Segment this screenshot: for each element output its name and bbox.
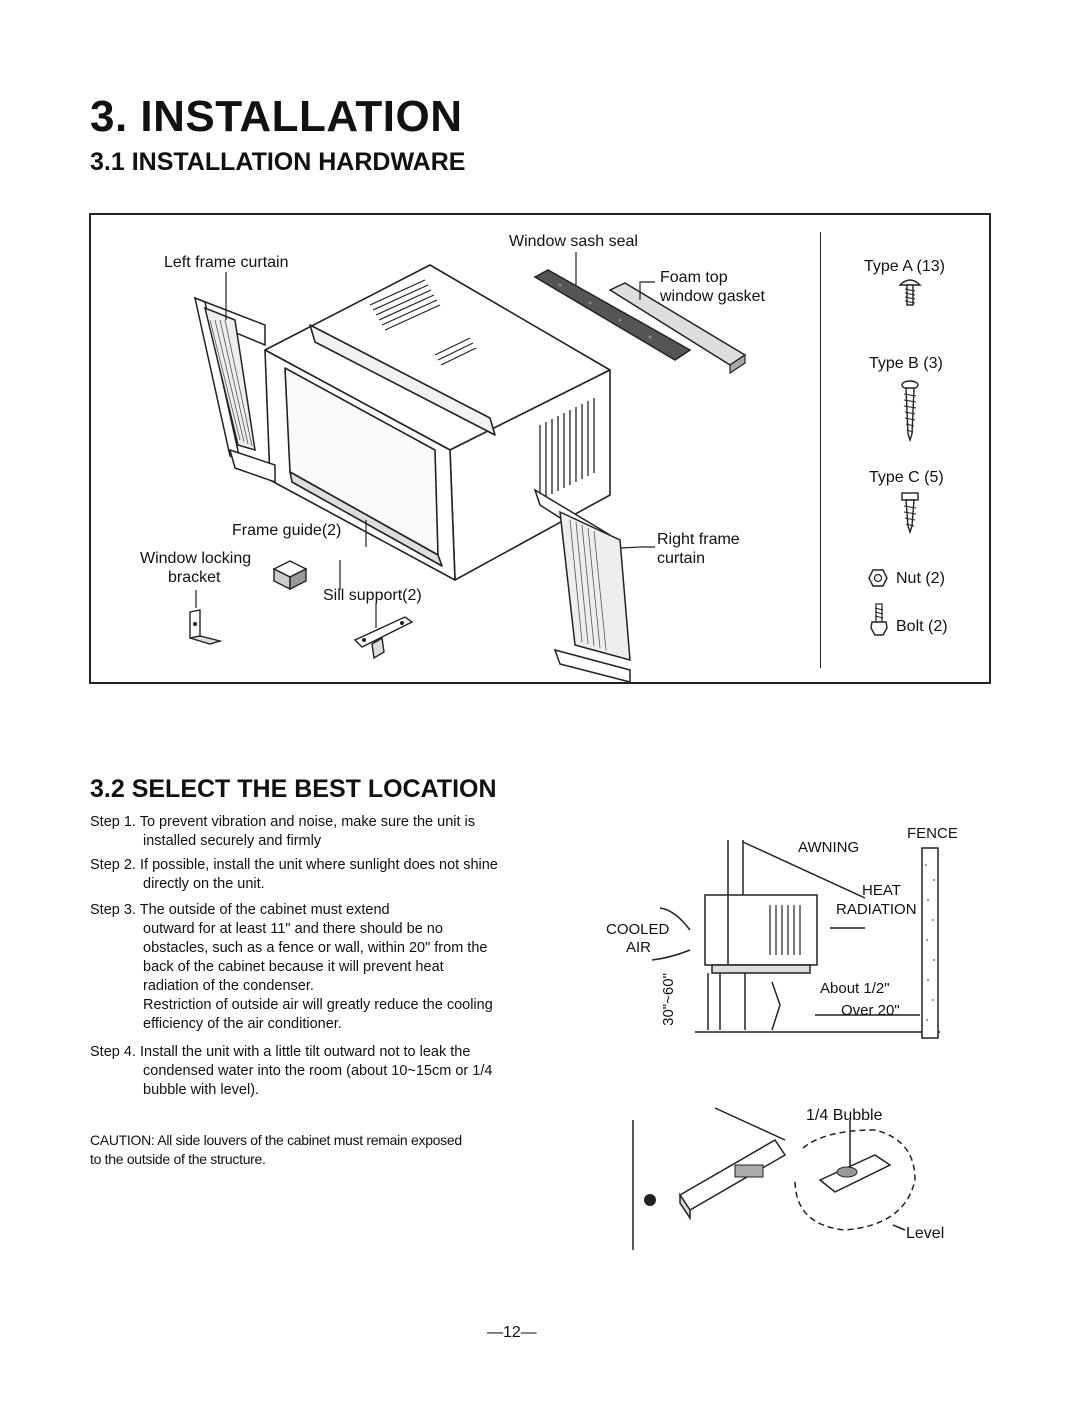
- air-conditioner-illustration: [193, 264, 631, 683]
- awning-label: AWNING: [798, 839, 860, 856]
- fence-label: FENCE: [907, 825, 958, 842]
- left-frame-curtain-label: Left frame curtain: [164, 254, 289, 271]
- over-label: Over 20": [841, 1002, 900, 1019]
- page-number: —12—: [487, 1324, 537, 1341]
- screw-type-c-icon: [901, 492, 919, 535]
- window-locking-bracket-icon: [189, 609, 223, 645]
- step-3: Step 3. The outside of the cabinet must …: [90, 902, 493, 1032]
- sill-support-icon: [353, 616, 414, 660]
- radiation-label: RADIATION: [836, 901, 917, 918]
- frame-guide-label: Frame guide(2): [232, 522, 342, 539]
- panel-divider: [820, 232, 821, 668]
- heat-label: HEAT: [862, 882, 901, 899]
- callout-lines: [195, 252, 655, 628]
- screw-type-b-icon: [901, 380, 919, 443]
- sill-support-label: Sill support(2): [323, 587, 422, 604]
- about-label: About 1/2": [820, 980, 890, 997]
- window-sash-seal-illustration: [533, 269, 747, 375]
- page-title: 3. INSTALLATION: [90, 92, 463, 141]
- section-title-hardware: 3.1 INSTALLATION HARDWARE: [90, 148, 466, 176]
- nut-icon: [868, 569, 888, 587]
- window-locking-label: Window locking: [140, 550, 252, 567]
- screw-type-c-label: Type C (5): [869, 469, 944, 486]
- level-label: Level: [906, 1225, 945, 1242]
- window-sash-seal-label: Window sash seal: [509, 233, 638, 250]
- location-diagram: [651, 840, 940, 1039]
- screw-type-a-label: Type A (13): [864, 258, 945, 275]
- caution-note: CAUTION: All side louvers of the cabinet…: [90, 1132, 462, 1167]
- cooled-label: COOLED: [606, 921, 670, 938]
- curtain-label: curtain: [657, 550, 706, 567]
- step-1: Step 1. To prevent vibration and noise, …: [90, 814, 476, 849]
- right-frame-label: Right frame: [657, 531, 740, 548]
- height-range-label: 30"~60": [659, 973, 677, 1026]
- frame-guide-icon: [272, 560, 308, 591]
- bolt-icon: [870, 603, 888, 636]
- bracket-label: bracket: [168, 569, 221, 586]
- bolt-label: Bolt (2): [896, 618, 948, 635]
- step-2: Step 2. If possible, install the unit wh…: [90, 857, 498, 892]
- screw-type-a-icon: [898, 279, 922, 306]
- section-title-location: 3.2 SELECT THE BEST LOCATION: [90, 775, 497, 803]
- foam-top-label: Foam top: [660, 269, 728, 286]
- window-gasket-label: window gasket: [660, 288, 765, 305]
- level-diagram: [632, 1107, 916, 1250]
- hardware-panel: [89, 213, 991, 684]
- bubble-label: 1/4 Bubble: [806, 1107, 883, 1124]
- air-label: AIR: [626, 939, 652, 956]
- screw-type-b-label: Type B (3): [869, 355, 943, 372]
- step-4: Step 4. Install the unit with a little t…: [90, 1044, 493, 1098]
- nut-label: Nut (2): [896, 570, 945, 587]
